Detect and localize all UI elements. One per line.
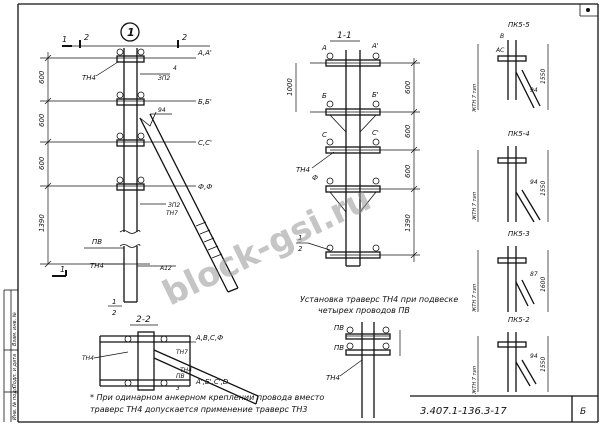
cut-2-label-right: 2 (182, 33, 187, 42)
main-tag-th7: ТН7 (166, 210, 178, 217)
view11-dim-4: 1390 (404, 214, 412, 232)
sheet-frame (17, 3, 599, 423)
detail-pk5-4: ПК5-4 1550 ЖТН 7 тип 94 (472, 130, 549, 223)
main-label-f: Ф,Ф (198, 183, 212, 191)
document-code: 3.407.1-136.3-17 (420, 406, 507, 417)
binding-column: Взам. инв. № Подп. и дата Инв. № подл. (3, 289, 18, 422)
view11-frac-den: 2 (298, 245, 303, 253)
installation-caption-line-1: Установка траверс ТН4 при подвеске (300, 295, 458, 304)
view11-label-b: Б (322, 92, 327, 100)
main-dim-2: 600 (38, 113, 46, 127)
detail-3-bracket: 87 (530, 271, 538, 278)
detail-pk5-3: ПК5-3 1600 ЖТН 7 тип 87 (472, 230, 549, 313)
footnote-line-1: * При одинарном анкерном креплении прово… (90, 393, 324, 402)
main-tag-th4b: ТН4 (90, 262, 104, 270)
view22-tag-3: 3 (176, 385, 180, 392)
sheet-corner-mark: Б (580, 407, 586, 417)
main-tag-zp2b: ЗП2 (168, 202, 180, 209)
watermark: block-gsi.ru (156, 179, 377, 314)
sidebar-inventory-label: Инв. № подл. (12, 386, 18, 421)
view22-frac-num: 1 (112, 298, 116, 306)
detail-1-sub: АС (495, 47, 505, 54)
title-block: 3.407.1-136.3-17 Б (410, 395, 598, 422)
detail-2-bracket: 94 (530, 179, 538, 186)
view11-label-a2: А' (371, 42, 379, 50)
main-label-c: С,С' (198, 139, 212, 147)
view-1-1-title: 1-1 (337, 31, 352, 41)
detail-2-side: ЖТН 7 тип (472, 191, 478, 221)
view22-label-bottom: А',Б',С',D (195, 378, 229, 386)
detail-1-dim: 1550 (540, 69, 547, 84)
detail-1-title: ПК5-5 (508, 21, 530, 29)
view11-frac-num: 1 (298, 234, 302, 242)
view11-label-c: С (322, 131, 327, 139)
detail-2-dim: 1550 (540, 181, 547, 196)
sidebar-signature-label: Подп. и дата (12, 354, 18, 388)
detail-2-title: ПК5-4 (508, 130, 530, 138)
main-dim-4: 1390 (38, 214, 46, 232)
main-tag-th4: ТН4 (82, 74, 96, 82)
main-tag-4: 4 (173, 65, 177, 72)
view22-title: 2-2 (136, 315, 151, 325)
detail-3-dim: 1600 (540, 277, 547, 292)
main-label-a: A,A' (197, 49, 212, 57)
small-label-pv-1: ПВ (334, 324, 344, 332)
footnote-line-2: траверс ТН4 допускается применение траве… (90, 405, 308, 414)
small-label-th4: ТН4 (326, 374, 340, 382)
view11-dim-left: 1000 (286, 78, 294, 96)
view-2-2: 1 2 2-2 А,В,С,Ф А',Б',С',D ТН7 ТН4 ТН4 П… (82, 298, 259, 405)
view11-label-a: А (321, 44, 327, 52)
installation-caption-line-2: четырех проводов ПВ (318, 306, 410, 315)
cut-2-label-left: 2 (84, 33, 89, 42)
main-tag-94: 94 (158, 107, 166, 114)
view22-label-top: А,В,С,Ф (195, 334, 223, 342)
main-label-b: Б,Б' (198, 98, 212, 106)
view11-label-c2: С' (372, 129, 379, 137)
detail-4-dim: 1550 (540, 357, 547, 372)
corner-marker (579, 4, 598, 17)
view11-label-f: Ф (312, 174, 318, 182)
view22-tag-th4: ТН4 (82, 355, 94, 362)
detail-1-letter: В (500, 33, 504, 40)
main-tag-zp2a: ЗП2 (158, 75, 170, 82)
view22-frac-den: 2 (112, 309, 117, 317)
small-pole-view: ПВ ПВ ТН4 (326, 322, 401, 418)
view11-label-th4: ТН4 (296, 166, 310, 174)
main-dim-1: 600 (38, 70, 46, 84)
detail-3-title: ПК5-3 (508, 230, 530, 238)
section-circle (120, 22, 140, 42)
view11-dim-3: 600 (404, 164, 412, 178)
detail-4-side: ЖТН 7 тип (472, 365, 478, 395)
section-number: 1 (127, 26, 135, 39)
view11-dim-1: 600 (404, 80, 412, 94)
main-tag-a12: А12 (159, 265, 172, 272)
view11-dim-2: 600 (404, 124, 412, 138)
small-label-pv-2: ПВ (334, 344, 344, 352)
view22-tag-th4b: ТН4 (180, 367, 192, 374)
view11-label-b2: Б' (372, 91, 379, 99)
detail-4-title: ПК5-2 (508, 316, 530, 324)
ground-mark: 1 (60, 265, 65, 274)
main-pole-view: 1 1 2 2 (38, 22, 239, 303)
details-column: ПК5-5 В АС 1550 ЖТН 7 тип 94 ПК5-4 1550 (472, 21, 549, 395)
main-tag-pv: ПВ (92, 238, 102, 246)
detail-pk5-2: ПК5-2 1550 ЖТН 7 тип 94 (472, 316, 549, 395)
view22-tag-pv: ПВ (176, 373, 185, 380)
detail-4-bracket: 94 (530, 353, 538, 360)
sidebar-replacement-label: Взам. инв. № (12, 312, 18, 346)
detail-1-bracket: 94 (530, 87, 538, 94)
view-1-1: 1-1 (286, 31, 458, 315)
footnote-block: * При одинарном анкерном креплении прово… (90, 393, 324, 414)
detail-pk5-5: ПК5-5 В АС 1550 ЖТН 7 тип 94 (472, 21, 549, 113)
main-dim-3: 600 (38, 156, 46, 170)
detail-3-side: ЖТН 7 тип (472, 283, 478, 313)
cut-1-label: 1 (62, 35, 67, 44)
detail-1-side: ЖТН 7 тип (472, 83, 478, 113)
view22-tag-th7: ТН7 (176, 349, 188, 356)
